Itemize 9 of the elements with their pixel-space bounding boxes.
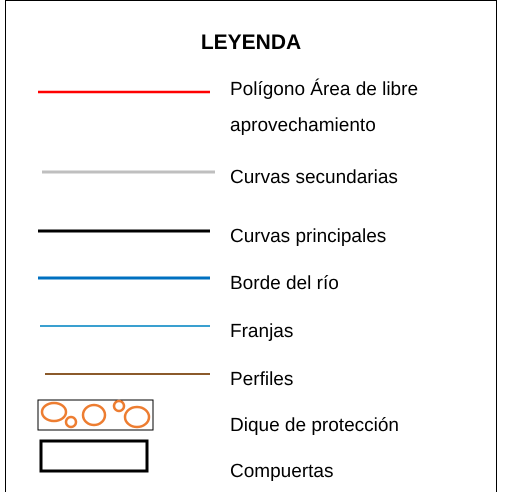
legend-title: LEYENDA bbox=[200, 30, 302, 56]
legend-label: Borde del río bbox=[230, 272, 340, 296]
legend-label: Curvas secundarias bbox=[230, 166, 399, 190]
legend-label: Franjas bbox=[230, 320, 294, 344]
legend-label: Dique de protección bbox=[230, 414, 400, 438]
legend-label: Polígono Área de libre aprovechamiento bbox=[230, 78, 420, 138]
legend-label: Curvas principales bbox=[230, 225, 388, 249]
legend-label: Perfiles bbox=[230, 368, 294, 392]
legend-label: Compuertas bbox=[230, 460, 334, 484]
